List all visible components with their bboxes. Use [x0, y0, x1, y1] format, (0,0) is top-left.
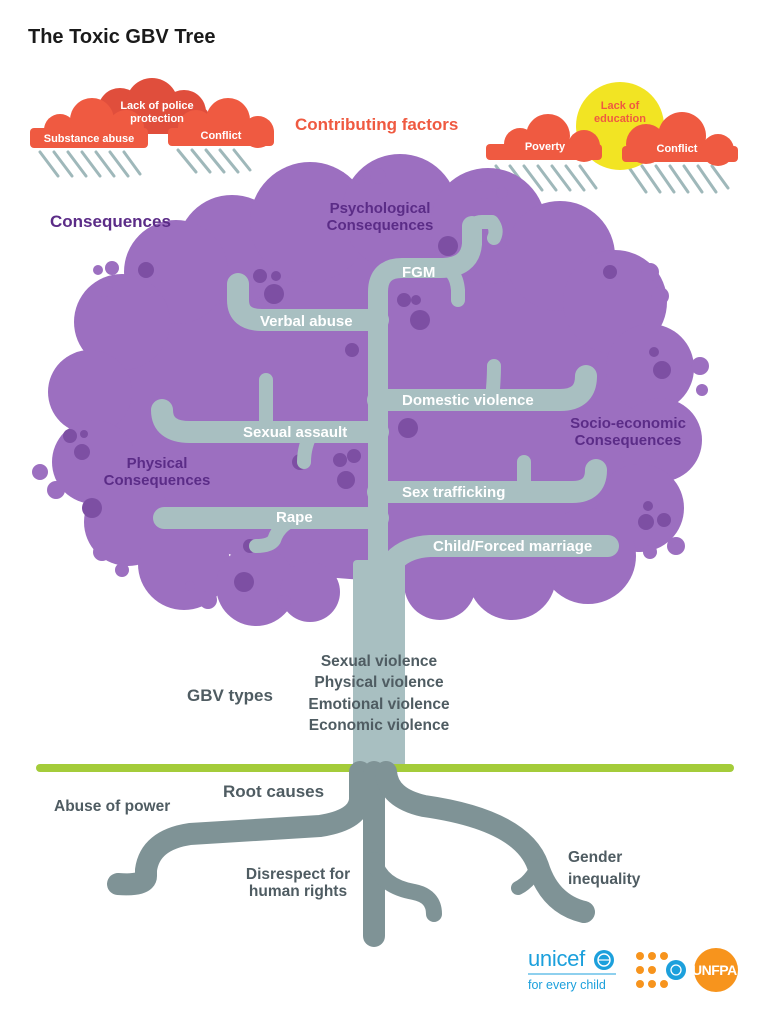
tree-roots	[107, 761, 595, 947]
gbv-type-economic: Economic violence	[308, 717, 450, 734]
root-gender-line2: inequality	[568, 871, 641, 888]
branch-child-forced-marriage: Child/Forced marriage	[433, 538, 593, 555]
crown-inner-dots	[63, 236, 671, 592]
consequences-heading: Consequences	[50, 212, 171, 231]
rain-left	[38, 148, 252, 178]
branch-rape: Rape	[276, 509, 313, 526]
root-causes-heading: Root causes	[223, 782, 325, 801]
cloud-label-conflict-left: Conflict	[200, 130, 242, 142]
physical-consequences: Physical Consequences	[103, 455, 211, 490]
cloud-label-lack-of-police: Lack of police protection	[120, 100, 194, 125]
unicef-globe-icon	[594, 950, 614, 970]
cloud-conflict-right	[622, 112, 738, 166]
root-disrespect-line1: Disrespect for	[245, 866, 351, 883]
branch-sex-trafficking: Sex trafficking	[402, 484, 506, 501]
psychological-consequences: Psychological Consequences	[326, 200, 434, 235]
unicef-tagline: for every child	[528, 978, 606, 992]
cloud-label-conflict-right: Conflict	[656, 143, 698, 155]
cloud-poverty	[486, 114, 602, 162]
gbv-type-emotional: Emotional violence	[308, 696, 450, 713]
cloud-label-poverty: Poverty	[524, 141, 566, 153]
tree-branches	[151, 215, 619, 768]
cloud-substance-abuse	[30, 98, 148, 148]
page-title: The Toxic GBV Tree	[28, 26, 216, 48]
sun-label-lack-of-education: Lack of education	[594, 100, 646, 125]
socio-economic-consequences: Socio-economic Consequences	[570, 415, 686, 450]
unicef-logo-text: unicef	[528, 946, 585, 971]
branch-domestic-violence: Domestic violence	[402, 392, 534, 409]
cloud-conflict-left	[168, 98, 274, 148]
root-abuse-of-power: Abuse of power	[54, 798, 171, 815]
cloud-label-substance-abuse: Substance abuse	[43, 133, 135, 145]
branch-fgm: FGM	[402, 264, 436, 281]
branch-sexual-assault: Sexual assault	[243, 424, 348, 441]
crown-scatter-dots	[32, 168, 709, 609]
root-disrespect-line2: human rights	[248, 883, 348, 900]
contributing-factors-heading: Contributing factors	[295, 115, 459, 134]
un-emblem-icon	[666, 960, 686, 980]
root-gender-line1: Gender	[568, 849, 623, 866]
gbv-type-sexual: Sexual violence	[320, 653, 438, 670]
gbv-types-heading: GBV types	[187, 686, 273, 705]
unfpa-logo-text: UNFPA	[692, 962, 737, 978]
unfpa-badge	[694, 948, 738, 992]
branch-verbal-abuse: Verbal abuse	[260, 313, 353, 330]
gbv-type-physical: Physical violence	[314, 674, 444, 691]
unfpa-dots-icon	[636, 952, 668, 988]
